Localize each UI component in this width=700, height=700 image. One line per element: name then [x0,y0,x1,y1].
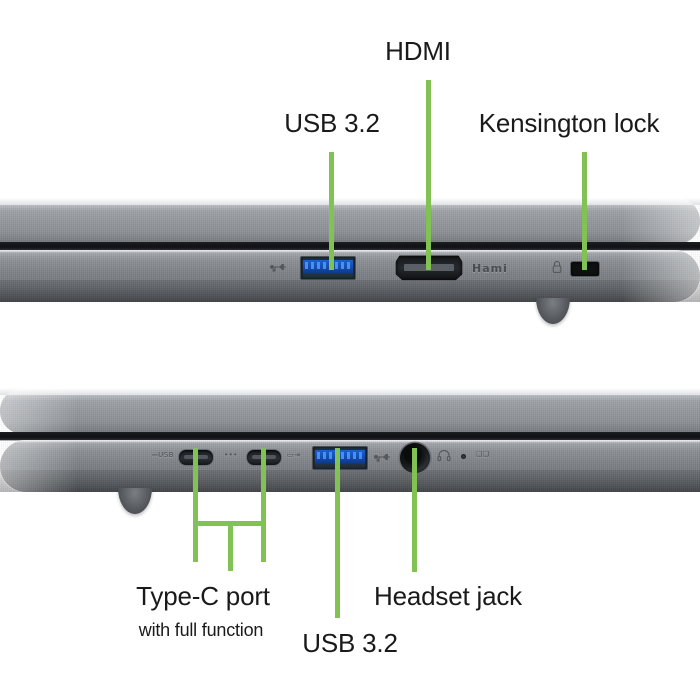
usb-a-port[interactable] [300,256,356,280]
callout-label-usb32-top: USB 3.2 [284,108,380,138]
callout-label-hdmi: HDMI [385,36,451,66]
kensington-lock-icon [551,260,563,274]
laptop-lid [0,388,700,434]
power-led [461,454,466,459]
display-out-icon: ▭⇥ [287,451,301,459]
usb-a-port[interactable] [312,446,368,470]
hinge-gap [0,432,700,441]
laptop-lid [0,198,700,244]
callout-label-type-c: Type-C port [136,581,270,611]
callout-sublabel-type-c: with full function [138,620,264,640]
leader-line-usb32-top [329,152,334,270]
rubber-foot [118,488,152,514]
top-laptop-profile: Hami [0,198,700,324]
callout-label-usb32-bottom: USB 3.2 [302,628,398,658]
laptop-base [0,440,700,492]
leader-line-hdmi [426,80,431,270]
usb-c-icon: ⎓USB [152,451,174,459]
leader-line-kensington [582,152,587,270]
headset-icon [437,449,451,462]
bottom-laptop-profile: ⎓USB ••• ▭⇥ ❑❑ [0,388,700,514]
usb-icon [270,261,290,273]
callout-label-kensington: Kensington lock [478,108,660,138]
leader-line-type-c-stem-2 [261,448,266,562]
hdmi-icon: Hami [472,262,508,275]
rubber-foot [536,298,570,324]
leader-line-type-c-stem-1 [193,448,198,562]
hinge-gap [0,242,700,251]
leader-line-headset [412,448,417,572]
usb-icon [374,451,394,463]
leader-line-type-c-drop [228,521,233,571]
battery-icon: ❑❑ [476,450,490,458]
leader-line-usb32-bottom [335,448,340,618]
usb-c-icon: ••• [224,451,238,459]
callout-label-headset: Headset jack [374,581,522,611]
